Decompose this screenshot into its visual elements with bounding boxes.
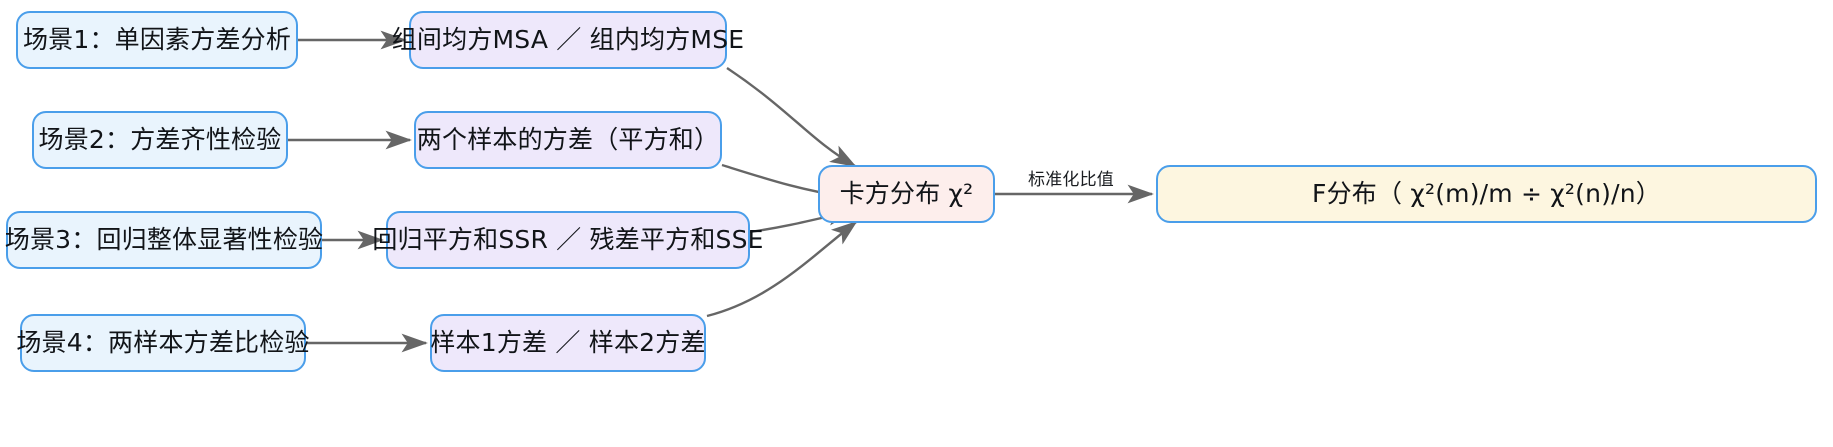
- node-f-distribution[interactable]: F分布（ χ²(m)/m ÷ χ²(n)/n）: [1156, 165, 1817, 223]
- node-statistic-2-label: 两个样本的方差（平方和）: [416, 124, 720, 154]
- node-scenario-4-label: 场景4：两样本方差比检验: [16, 327, 310, 357]
- edge-statistic1-chisq: [726, 67, 857, 168]
- node-scenario-2-label: 场景2：方差齐性检验: [38, 124, 282, 154]
- node-statistic-4[interactable]: 样本1方差 ／ 样本2方差: [430, 314, 706, 372]
- node-scenario-2[interactable]: 场景2：方差齐性检验: [32, 111, 288, 169]
- node-statistic-2[interactable]: 两个样本的方差（平方和）: [414, 111, 722, 169]
- node-statistic-1-label: 组间均方MSA ／ 组内均方MSE: [391, 24, 745, 54]
- node-f-distribution-label: F分布（ χ²(m)/m ÷ χ²(n)/n）: [1312, 178, 1661, 208]
- node-scenario-4[interactable]: 场景4：两样本方差比检验: [16, 314, 309, 372]
- node-statistic-3[interactable]: 回归平方和SSR ／ 残差平方和SSE: [372, 211, 763, 269]
- edge-label-normalized-ratio: 标准化比值: [1024, 164, 1118, 191]
- node-statistic-3-label: 回归平方和SSR ／ 残差平方和SSE: [372, 224, 764, 254]
- node-scenario-1-label: 场景1：单因素方差分析: [22, 24, 292, 54]
- node-scenario-1[interactable]: 场景1：单因素方差分析: [16, 11, 298, 69]
- node-statistic-4-label: 样本1方差 ／ 样本2方差: [430, 327, 706, 357]
- node-chisq-distribution[interactable]: 卡方分布 χ²: [818, 165, 995, 223]
- node-scenario-3[interactable]: 场景3：回归整体显著性检验: [4, 211, 324, 269]
- node-scenario-3-label: 场景3：回归整体显著性检验: [4, 224, 324, 254]
- node-chisq-distribution-label: 卡方分布 χ²: [839, 178, 974, 208]
- node-statistic-1[interactable]: 组间均方MSA ／ 组内均方MSE: [392, 11, 744, 69]
- edge-label-normalized-ratio-text: 标准化比值: [1028, 170, 1114, 190]
